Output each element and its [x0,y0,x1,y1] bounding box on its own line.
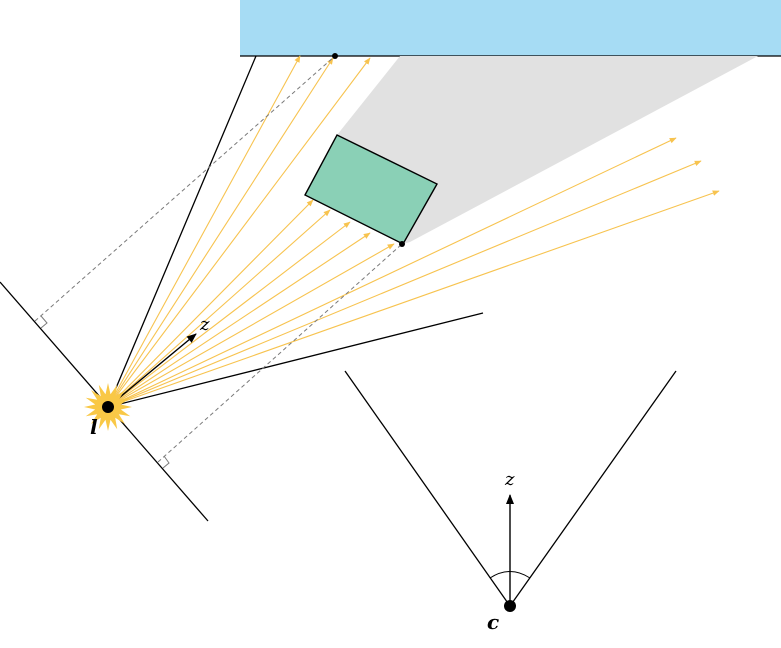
light-frustum-left [107,55,257,408]
light-ray-arrow [107,57,334,408]
light-z-axis-label: z [199,314,210,335]
light-ray-arrow [107,137,677,408]
light-burst-icon [84,383,132,431]
right-angle-marker-top [40,315,48,329]
light-frustum-right [107,312,484,408]
camera-frustum-left [344,370,511,607]
light-ray-arrow [107,209,331,408]
light-ray-arrow [107,199,314,408]
receiver-surface [240,0,781,56]
projection-line-receiver [34,55,336,322]
light-source-label: l [90,415,98,439]
light-z-axis-arrow [107,333,197,408]
light-ray-arrow [107,221,351,408]
light-ray-arrow [107,232,371,408]
camera-frustum-right [509,370,677,607]
light-ray-arrow [107,243,395,408]
light-ray-arrow [107,190,720,408]
camera-label: c [487,610,499,634]
shadow-region [337,56,758,244]
occluder-corner-point [399,241,405,247]
light-rays [107,55,720,408]
light-ray-arrow [107,160,702,408]
light-ray-arrow [107,57,371,408]
camera-point-icon [504,600,516,612]
camera-z-axis-label: z [504,469,515,490]
right-angle-marker-bottom [162,455,170,469]
receiver-intersection-point [332,53,338,59]
projection-line-occluder [157,243,403,463]
light-ray-arrow [107,55,301,408]
